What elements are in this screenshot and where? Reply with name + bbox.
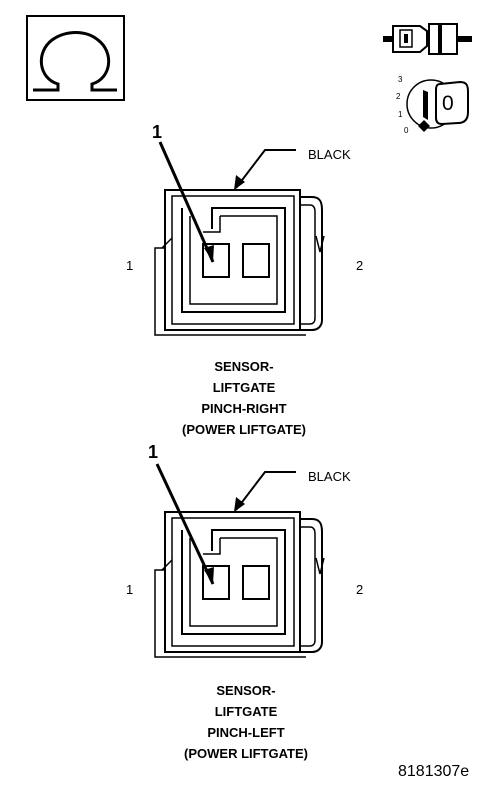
key-position-0: 0	[404, 126, 409, 135]
connector-1-pin-left: 1	[126, 258, 134, 273]
ohm-symbol-icon	[26, 15, 125, 101]
connector-1-drawing	[154, 141, 325, 336]
caption-line: (POWER LIFTGATE)	[182, 422, 306, 437]
connector-1-pin-right: 2	[356, 258, 364, 273]
connector-1-color-label: BLACK	[308, 147, 351, 162]
connector-2-color-label: BLACK	[308, 469, 351, 484]
caption-line: LIFTGATE	[214, 704, 278, 719]
connector-2-caption: SENSOR- LIFTGATE PINCH-LEFT (POWER LIFTG…	[46, 680, 446, 764]
caption-line: SENSOR-	[214, 359, 274, 374]
caption-line: LIFTGATE	[212, 380, 276, 395]
caption-line: PINCH-RIGHT	[201, 401, 287, 416]
key-position-2: 2	[396, 92, 401, 101]
caption-line: PINCH-LEFT	[207, 725, 285, 740]
connector-1-pointer-label: 1	[152, 122, 163, 142]
key-position-3: 3	[398, 75, 403, 84]
caption-line: SENSOR-	[216, 683, 276, 698]
connector-2-drawing	[154, 463, 325, 658]
connector-2-pin-right: 2	[356, 582, 364, 597]
caption-line: (POWER LIFTGATE)	[184, 746, 308, 761]
connector-2-pin-left: 1	[126, 582, 134, 597]
connector-2-pointer-label: 1	[148, 442, 159, 462]
connector-plug-icon	[383, 23, 472, 55]
figure-id: 8181307e	[398, 763, 470, 780]
ignition-key-icon	[406, 79, 469, 132]
connector-1-caption: SENSOR- LIFTGATE PINCH-RIGHT (POWER LIFT…	[44, 356, 444, 440]
key-label: 0	[442, 92, 454, 115]
key-position-1: 1	[398, 110, 403, 119]
